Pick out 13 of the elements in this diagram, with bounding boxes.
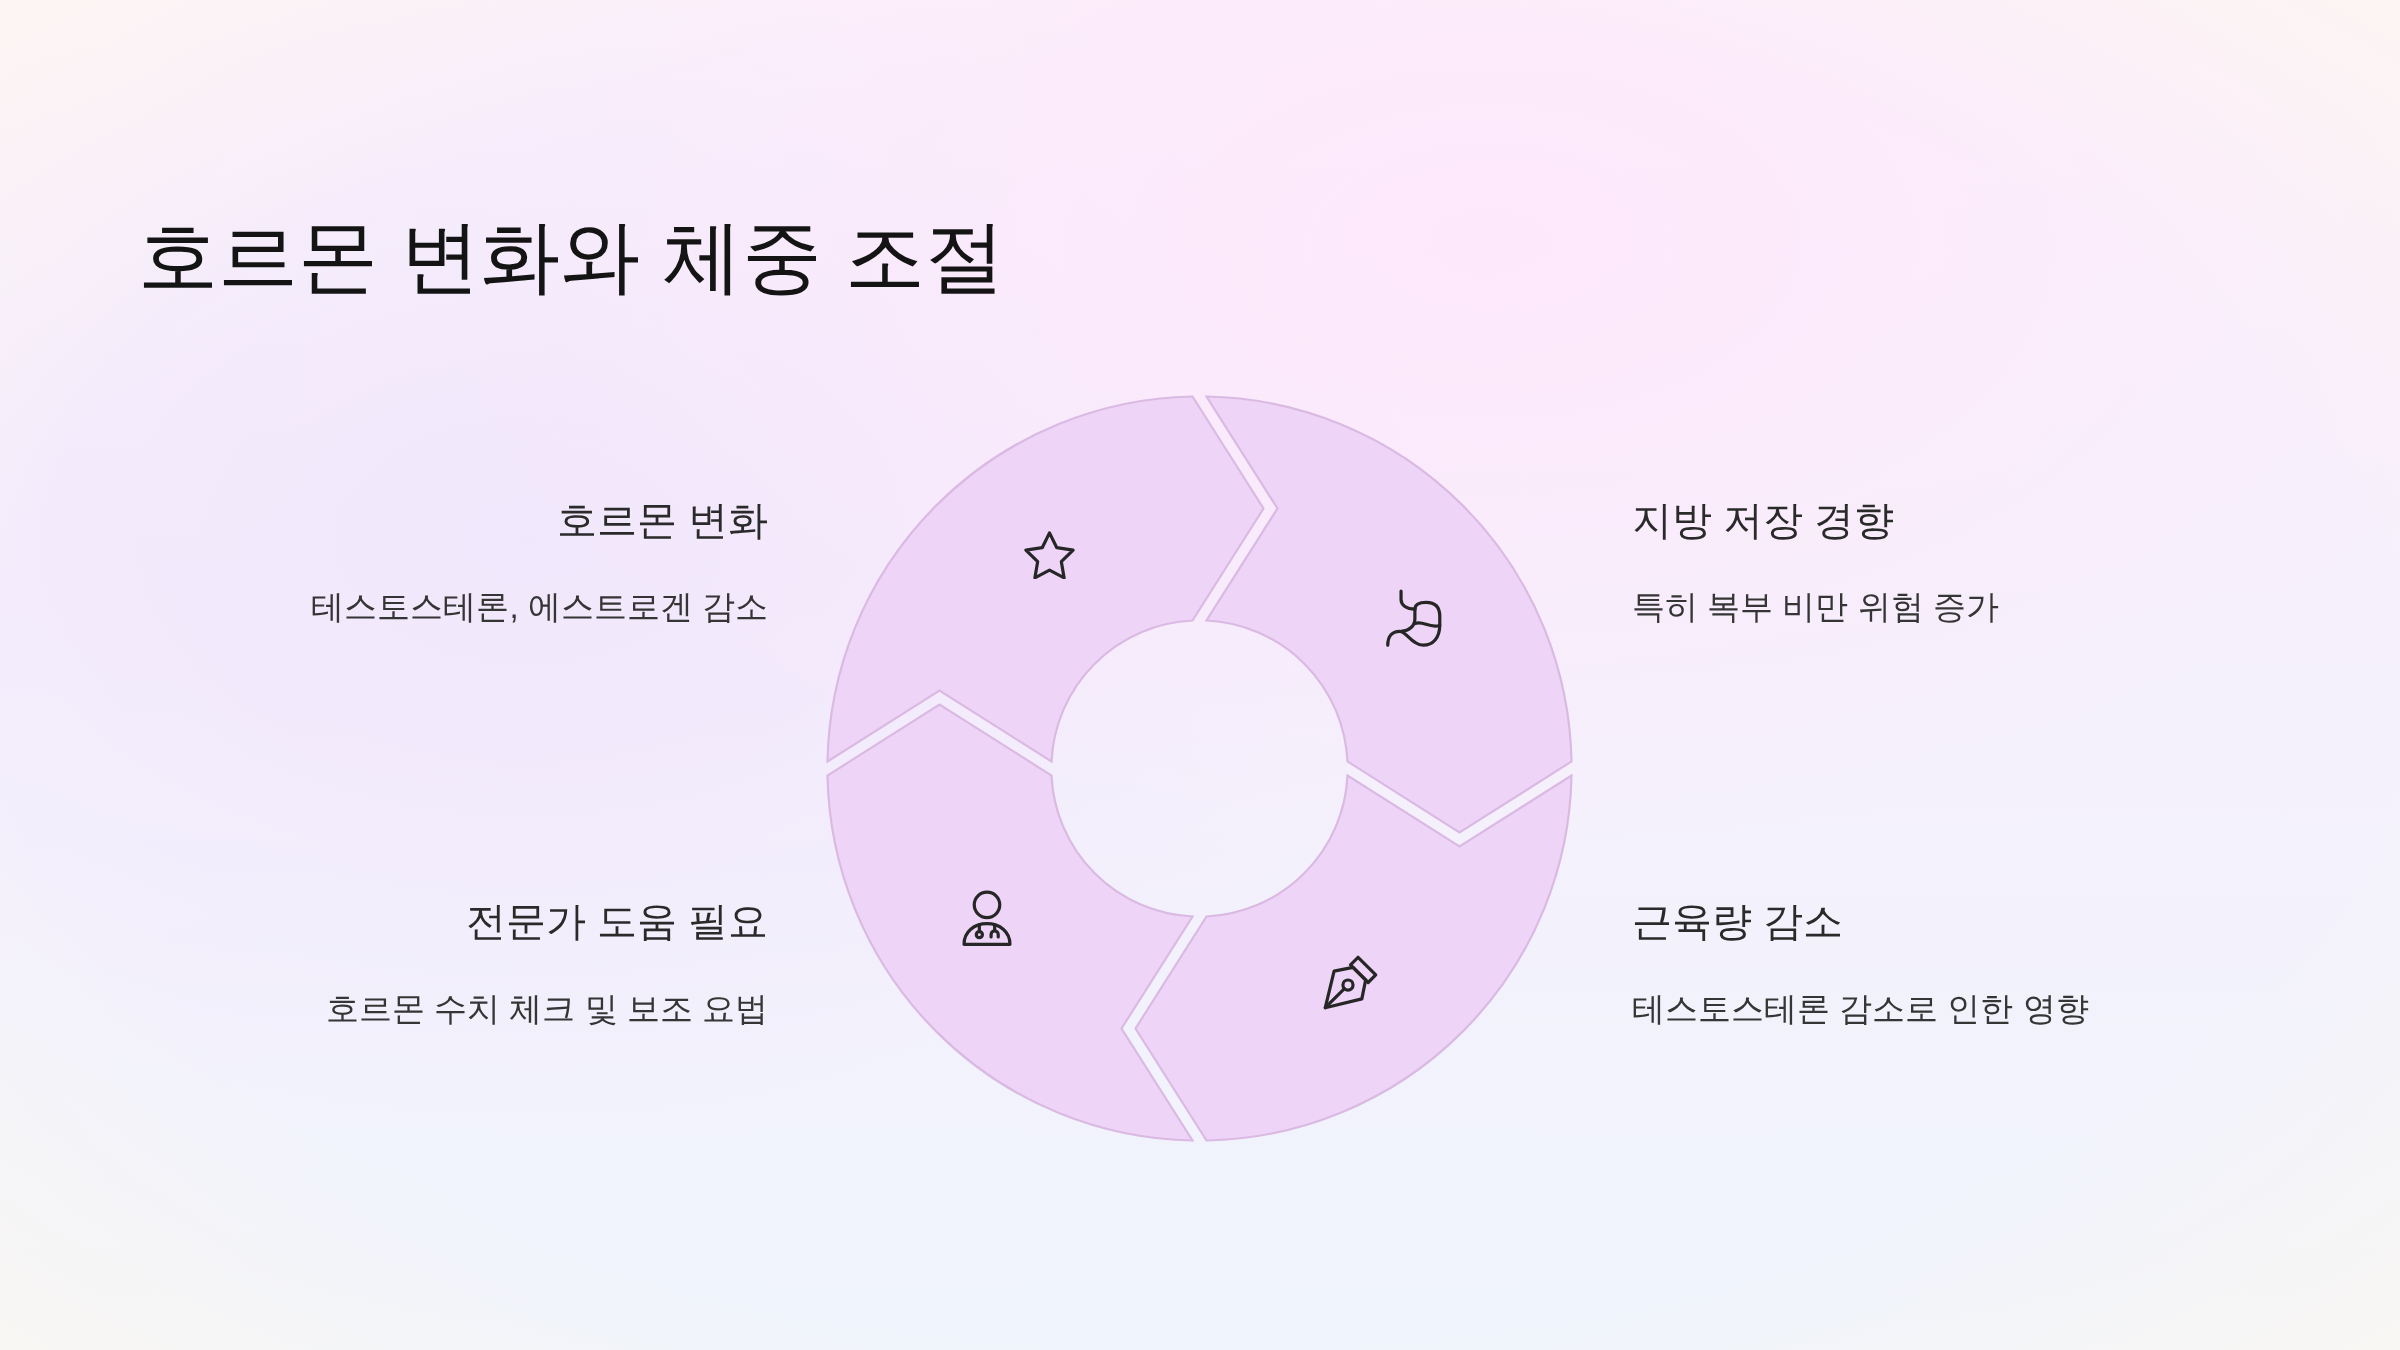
step-description: 테스토스테론 감소로 인한 영향 [1632, 989, 2089, 1029]
step-title: 호르몬 변화 [556, 497, 768, 544]
step-title: 지방 저장 경향 [1632, 497, 1895, 544]
arc-segment [1204, 394, 1573, 834]
step-title: 근육량 감소 [1632, 898, 1844, 945]
step-description: 테스토스테론, 에스트로겐 감소 [311, 587, 768, 627]
step-description: 특히 복부 비만 위험 증가 [1632, 587, 1999, 627]
arc-segment [825, 394, 1265, 763]
title: 호르몬 변화와 체중 조절 [138, 211, 1005, 303]
arc-segment [1133, 773, 1573, 1142]
arc-segment [825, 702, 1194, 1142]
step-description: 호르몬 수치 체크 및 보조 요법 [326, 989, 768, 1029]
step-title: 전문가 도움 필요 [465, 898, 768, 945]
